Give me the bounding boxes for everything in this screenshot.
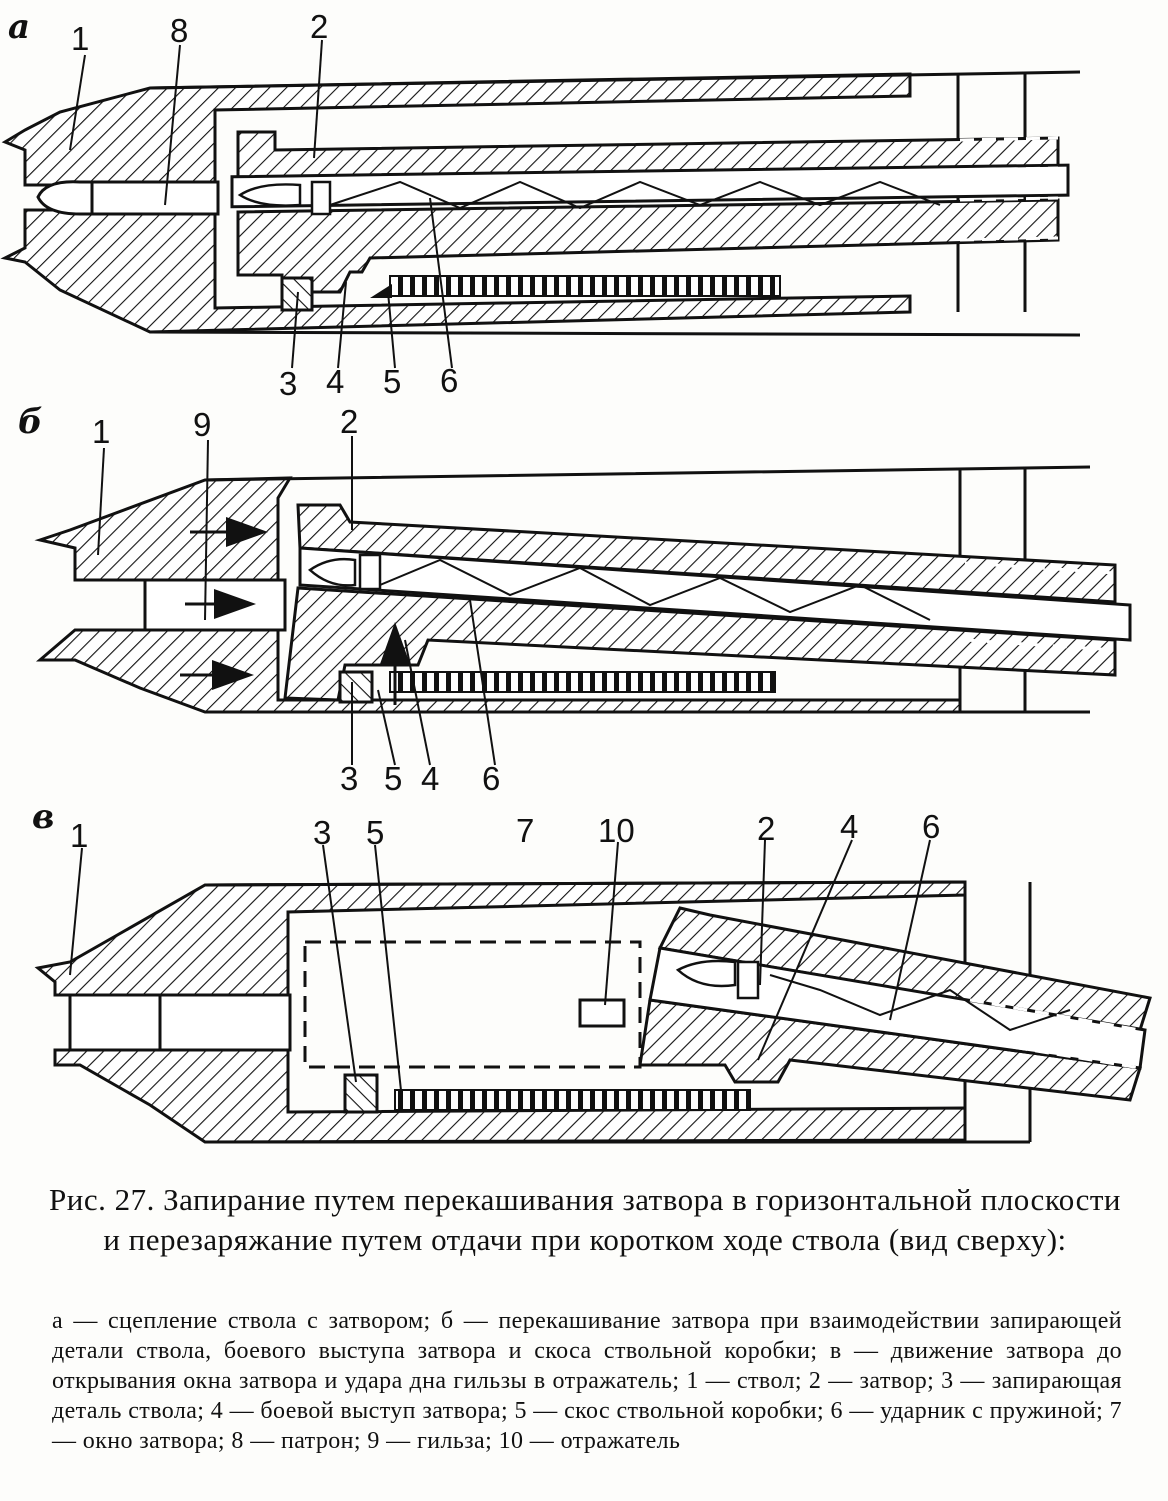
panel-b-label-1: 1 [92, 413, 110, 450]
panel-b-spring [389, 671, 776, 693]
panel-c-bolt-window [303, 940, 642, 1069]
technical-drawing: а [0, 7, 1152, 1144]
panel-c: в [32, 797, 1152, 1144]
panel-c-label-6: 6 [922, 808, 940, 845]
panel-b-label-9: 9 [193, 406, 211, 443]
panel-a-letter: а [8, 7, 30, 47]
panel-c-label-3: 3 [313, 814, 331, 851]
panel-b-label-5: 5 [384, 760, 402, 797]
panel-b-locking-piece [338, 670, 374, 704]
panel-c-label-10: 10 [598, 812, 635, 849]
panel-a-label-8: 8 [170, 12, 188, 49]
panel-c-label-4: 4 [840, 808, 858, 845]
panel-a-label-1: 1 [71, 20, 89, 57]
panel-a-label-2: 2 [310, 8, 328, 45]
panel-c-spring [394, 1089, 751, 1111]
panel-b-label-2: 2 [340, 403, 358, 440]
panel-b-label-3: 3 [340, 760, 358, 797]
panel-c-label-7: 7 [516, 812, 534, 849]
panel-a-label-3: 3 [279, 365, 297, 402]
panel-a-spring [389, 275, 781, 297]
panel-c-label-1: 1 [70, 817, 88, 854]
panel-c-ejector [578, 998, 626, 1028]
panel-a-label-5: 5 [383, 363, 401, 400]
panel-a-label-4: 4 [326, 363, 344, 400]
figure-caption-title: Рис. 27. Запирание путем перекашивания з… [49, 1182, 1121, 1257]
panel-c-label-2: 2 [757, 810, 775, 847]
panel-a-label-6: 6 [440, 362, 458, 399]
panel-c-label-5: 5 [366, 814, 384, 851]
panel-b: б [18, 402, 1132, 797]
panel-c-letter: в [32, 797, 54, 837]
panel-b-label-4: 4 [421, 760, 439, 797]
panel-a: а [0, 7, 1081, 402]
panel-b-label-6: 6 [482, 760, 500, 797]
figure-caption-legend: а — сцепление ствола с затвором; б — пер… [52, 1308, 1122, 1454]
panel-b-letter: б [18, 402, 43, 442]
panel-a-bolt [236, 130, 1060, 294]
panel-c-locking-piece [343, 1073, 379, 1114]
